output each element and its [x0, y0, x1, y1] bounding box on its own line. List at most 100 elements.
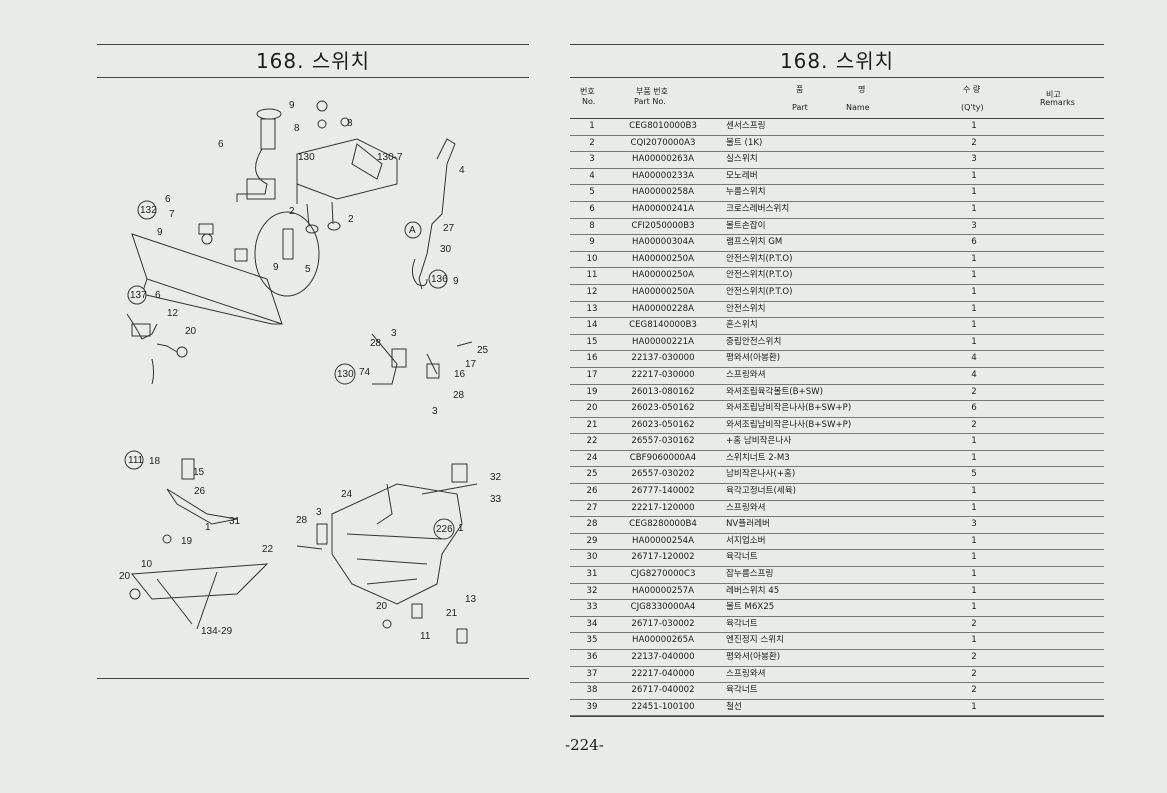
row-no: 5	[589, 187, 595, 198]
row-quantity: 1	[971, 535, 977, 546]
row-quantity: 6	[971, 403, 977, 414]
row-part-number: HA00000250A	[632, 270, 694, 281]
row-quantity: 1	[971, 121, 977, 131]
row-part-name: 누름스위치	[726, 187, 766, 198]
row-part-number: 26717-040002	[631, 685, 695, 696]
row-part-number: 22217-120000	[631, 502, 695, 513]
row-part-name: 스프링와셔	[726, 502, 766, 513]
row-part-name: 스프링와셔	[726, 369, 766, 380]
diagram-label: 18	[149, 456, 161, 467]
row-no: 25	[586, 469, 598, 480]
diagram-label: 132	[140, 205, 157, 216]
row-part-name: 안전스위치	[726, 303, 766, 314]
diagram-label: 137	[130, 290, 147, 301]
row-no: 33	[586, 602, 598, 613]
row-part-name: 와셔조립육각볼트(B+SW)	[726, 386, 824, 397]
diagram-label: 6	[155, 290, 161, 301]
right-page-title: 168. 스위치	[779, 49, 895, 73]
row-quantity: 4	[971, 353, 977, 364]
row-part-number: HA00000257A	[632, 585, 694, 596]
diagram-label: 25	[477, 345, 489, 356]
row-no: 22	[586, 436, 598, 447]
row-quantity: 1	[971, 585, 977, 596]
row-no: 35	[586, 635, 598, 646]
header-no-en: No.	[582, 97, 596, 106]
diagram-label: 28	[370, 338, 382, 349]
diagram-knob-part	[256, 108, 282, 120]
diagram-label: 9	[157, 227, 163, 238]
row-quantity: 2	[971, 685, 977, 696]
row-part-name: 볼트손잡이	[726, 220, 766, 231]
row-part-name: NV플러레버	[726, 519, 770, 530]
row-no: 16	[586, 353, 598, 364]
diagram-label: 3	[316, 507, 322, 518]
row-part-name: 안전스위치(P.T.O)	[726, 253, 793, 264]
row-part-number: CJG8330000A4	[630, 602, 696, 613]
diagram-label: 27	[443, 223, 455, 234]
row-part-number: HA00000228A	[632, 303, 694, 314]
diagram-label: 1	[458, 523, 464, 534]
diagram-label: 130-7	[377, 152, 403, 163]
header-qty-en: (Q'ty)	[961, 103, 984, 112]
diagram-label: 226	[436, 524, 453, 535]
row-no: 8	[589, 220, 595, 231]
diagram-label: 28	[453, 390, 465, 401]
row-part-number: HA00000233A	[632, 170, 694, 181]
row-no: 12	[586, 286, 598, 297]
row-part-number: HA00000263A	[632, 154, 694, 165]
left-page-title: 168. 스위치	[255, 49, 371, 73]
left-title-bar: 168. 스위치	[97, 44, 529, 78]
diagram-label: 16	[454, 369, 466, 380]
row-part-name: 평와셔(아봉환)	[726, 353, 781, 364]
diagram-label: 3	[432, 406, 438, 417]
row-no: 13	[586, 303, 598, 314]
row-part-name: 센서스프링	[726, 121, 766, 131]
row-no: 17	[586, 369, 598, 380]
row-part-name: 크로스레버스위치	[726, 203, 790, 214]
row-quantity: 1	[971, 320, 977, 331]
row-quantity: 5	[971, 469, 977, 480]
row-quantity: 2	[971, 668, 977, 679]
row-no: 10	[586, 253, 598, 264]
diagram-label: 33	[490, 494, 502, 505]
row-no: 27	[586, 502, 598, 513]
row-part-name: 램프스위치 GM	[726, 237, 783, 248]
row-no: 29	[586, 535, 598, 546]
row-part-number: HA00000250A	[632, 286, 694, 297]
row-no: 26	[586, 486, 598, 497]
diagram-lever-part	[260, 118, 276, 150]
row-no: 3	[589, 154, 595, 165]
header-name-ko-2: 명	[858, 85, 866, 94]
row-part-number: 26023-050162	[631, 419, 695, 430]
row-quantity: 2	[971, 137, 977, 148]
diagram-panel-part	[296, 138, 398, 200]
row-quantity: 1	[971, 602, 977, 613]
diagram-label: 111	[128, 455, 144, 466]
diagram-label: 19	[181, 536, 193, 547]
left-bottom-rule	[97, 678, 529, 679]
row-part-name: 와셔조립남비작은나사(B+SW+P)	[726, 403, 852, 414]
row-part-number: 22451-100100	[631, 701, 695, 712]
row-no: 32	[586, 585, 598, 596]
table-bottom-rule	[570, 716, 1104, 718]
row-quantity: 3	[971, 519, 977, 530]
diagram-label: 30	[440, 244, 452, 255]
diagram-label: 15	[193, 467, 205, 478]
diagram-label: 31	[229, 516, 241, 527]
page-number: -224-	[565, 736, 604, 754]
row-quantity: 1	[971, 569, 977, 580]
